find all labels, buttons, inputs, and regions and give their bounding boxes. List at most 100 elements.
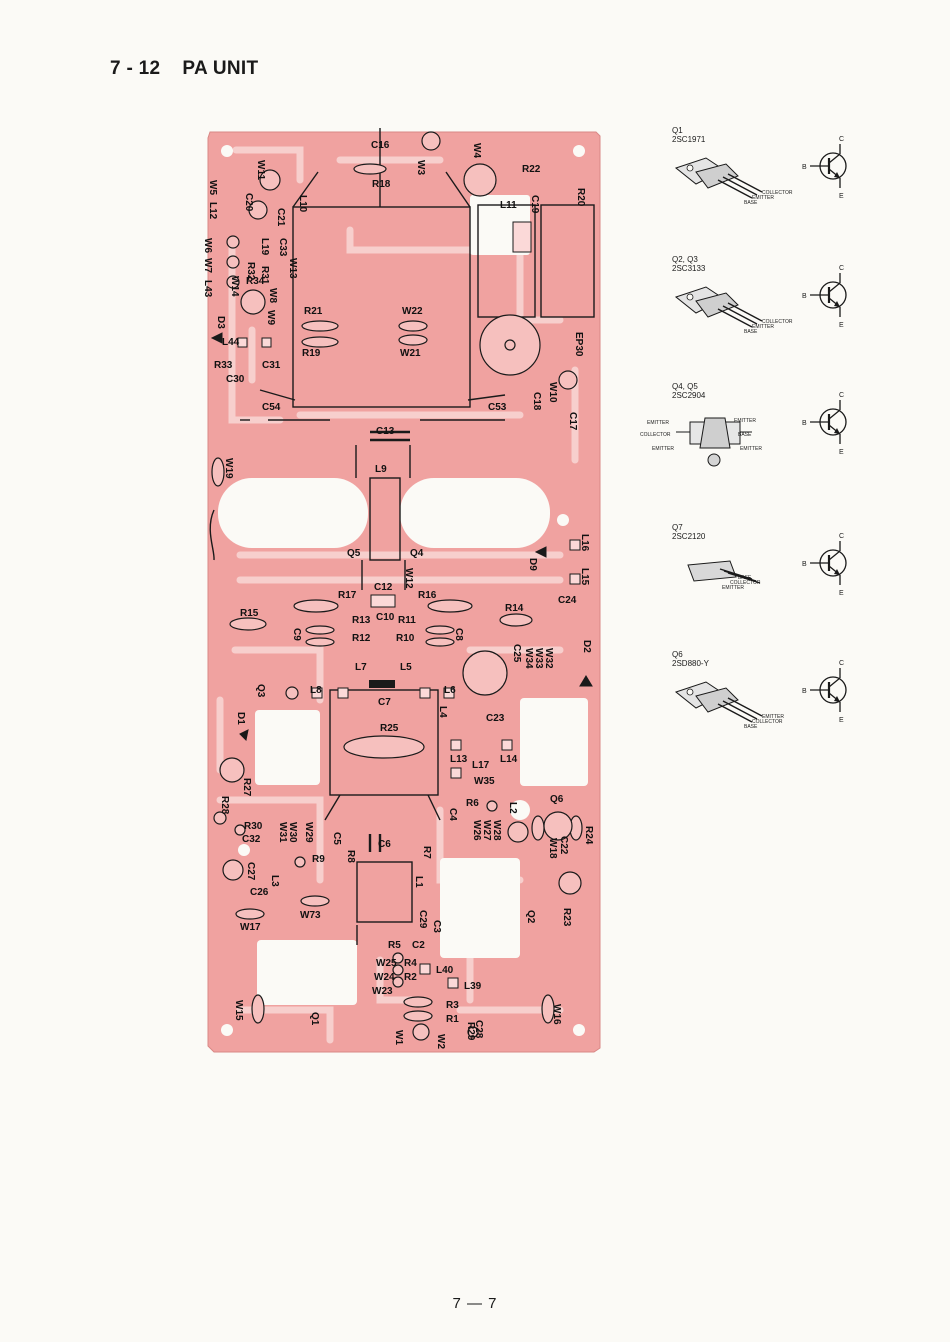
component-label-l13: L13 bbox=[450, 754, 468, 765]
component-label-q3: Q3 bbox=[255, 684, 266, 698]
component-label-w13: W13 bbox=[287, 258, 298, 279]
component-label-l10: L10 bbox=[297, 195, 308, 213]
component-label-r16: R16 bbox=[418, 590, 437, 601]
component-label-w9: W9 bbox=[265, 310, 276, 325]
component-label-w22: W22 bbox=[402, 306, 423, 317]
component-label-c19: C19 bbox=[529, 195, 540, 214]
component-label-r18: R18 bbox=[372, 179, 391, 190]
component-label-w18: W18 bbox=[547, 838, 558, 859]
transistor-q1: Q1 2SC1971 bbox=[672, 126, 872, 216]
component-label-l1: L1 bbox=[413, 876, 424, 888]
component-label-r9: R9 bbox=[312, 854, 325, 865]
component-label-l14: L14 bbox=[500, 754, 518, 765]
component-label-c21: C21 bbox=[275, 208, 286, 227]
component-label-c18: C18 bbox=[531, 392, 542, 411]
component-label-r2: R2 bbox=[404, 972, 417, 983]
component-label-c17: C17 bbox=[567, 412, 578, 431]
component-label-c6: C6 bbox=[378, 839, 391, 850]
component-label-w17: W17 bbox=[240, 922, 261, 933]
component-label-l8: L8 bbox=[310, 685, 322, 696]
component-label-q1: Q1 bbox=[309, 1012, 320, 1026]
component-label-c26: C26 bbox=[250, 887, 269, 898]
component-label-r30: R30 bbox=[244, 821, 263, 832]
component-label-l12: L12 bbox=[207, 202, 218, 220]
component-label-r20: R20 bbox=[575, 188, 586, 207]
component-label-c25: C25 bbox=[511, 644, 522, 663]
driver-transformer-outline bbox=[356, 861, 413, 923]
c7-chip bbox=[369, 680, 395, 688]
component-label-q4: Q4 bbox=[410, 548, 424, 559]
component-label-d2: D2 bbox=[581, 640, 592, 653]
component-label-q6: Q6 bbox=[550, 794, 564, 805]
component-label-w2: W2 bbox=[435, 1034, 446, 1049]
component-label-w10: W10 bbox=[547, 382, 558, 403]
component-label-w34: W34 bbox=[523, 648, 534, 669]
component-label-w26: W26 bbox=[471, 820, 482, 841]
component-label-l5: L5 bbox=[400, 662, 412, 673]
component-label-c30: C30 bbox=[226, 374, 245, 385]
board-cutouts bbox=[218, 145, 588, 1036]
component-label-r24: R24 bbox=[583, 826, 594, 845]
component-label-ep30: EP30 bbox=[573, 332, 584, 357]
component-label-w3: W3 bbox=[415, 160, 426, 175]
component-label-w4: W4 bbox=[471, 143, 482, 158]
component-label-w15: W15 bbox=[233, 1000, 244, 1021]
component-label-w7: W7 bbox=[202, 258, 213, 273]
component-label-c27: C27 bbox=[245, 862, 256, 881]
component-label-c22: C22 bbox=[558, 836, 569, 855]
component-label-w33: W33 bbox=[533, 648, 544, 669]
component-label-r14: R14 bbox=[505, 603, 524, 614]
resistors bbox=[211, 163, 583, 1024]
component-label-w16: W16 bbox=[551, 1004, 562, 1025]
heatsink-outline bbox=[292, 206, 471, 408]
component-label-w21: W21 bbox=[400, 348, 421, 359]
component-label-l43: L43 bbox=[202, 280, 213, 298]
component-label-c4: C4 bbox=[447, 808, 458, 821]
component-label-c16: C16 bbox=[371, 140, 390, 151]
component-label-r12: R12 bbox=[352, 633, 371, 644]
diode-marks bbox=[210, 332, 593, 742]
component-label-w29: W29 bbox=[303, 822, 314, 843]
transistor-part: 2SC1971 bbox=[672, 135, 706, 144]
transistor-ref: Q7 bbox=[672, 523, 683, 532]
component-label-l9: L9 bbox=[375, 464, 387, 475]
component-label-l2: L2 bbox=[507, 802, 518, 814]
component-label-c33: C33 bbox=[277, 238, 288, 257]
component-label-c12: C12 bbox=[374, 582, 393, 593]
component-label-w5: W5 bbox=[207, 180, 218, 195]
component-label-r15: R15 bbox=[240, 608, 259, 619]
component-label-c13: C13 bbox=[376, 426, 395, 437]
component-label-r17: R17 bbox=[338, 590, 357, 601]
transistor-ref: Q4, Q5 bbox=[672, 382, 698, 391]
component-label-w30: W30 bbox=[287, 822, 298, 843]
section-title: PA UNIT bbox=[182, 58, 259, 79]
component-label-w32: W32 bbox=[543, 648, 554, 669]
component-label-l16: L16 bbox=[579, 534, 590, 552]
component-label-l6: L6 bbox=[444, 685, 456, 696]
component-label-l7: L7 bbox=[355, 662, 367, 673]
component-label-l39: L39 bbox=[464, 981, 482, 992]
round-components bbox=[213, 131, 582, 1041]
component-label-r21: R21 bbox=[304, 306, 323, 317]
component-label-c5: C5 bbox=[331, 832, 342, 845]
component-label-c32: C32 bbox=[242, 834, 261, 845]
component-label-l3: L3 bbox=[269, 875, 280, 887]
transistor-ref: Q2, Q3 bbox=[672, 255, 698, 264]
component-label-w11: W11 bbox=[255, 160, 266, 180]
component-label-w19: W19 bbox=[223, 458, 234, 479]
page-number: 7 — 7 bbox=[452, 1295, 498, 1312]
component-label-w35: W35 bbox=[474, 776, 495, 787]
component-label-r32: R32 bbox=[245, 262, 256, 281]
component-label-c29: C29 bbox=[417, 910, 428, 929]
final-transformer-outline bbox=[329, 689, 439, 796]
component-label-d1: D1 bbox=[235, 712, 246, 725]
component-label-c10: C10 bbox=[376, 612, 395, 623]
transistor-part: 2SC2120 bbox=[672, 532, 706, 541]
component-label-r1: R1 bbox=[446, 1014, 459, 1025]
component-label-w8: W8 bbox=[267, 288, 278, 303]
component-label-r8: R8 bbox=[345, 850, 356, 863]
transistor-q4-q5: Q4, Q5 2SC2904 bbox=[672, 382, 872, 472]
component-label-l4: L4 bbox=[437, 706, 448, 718]
